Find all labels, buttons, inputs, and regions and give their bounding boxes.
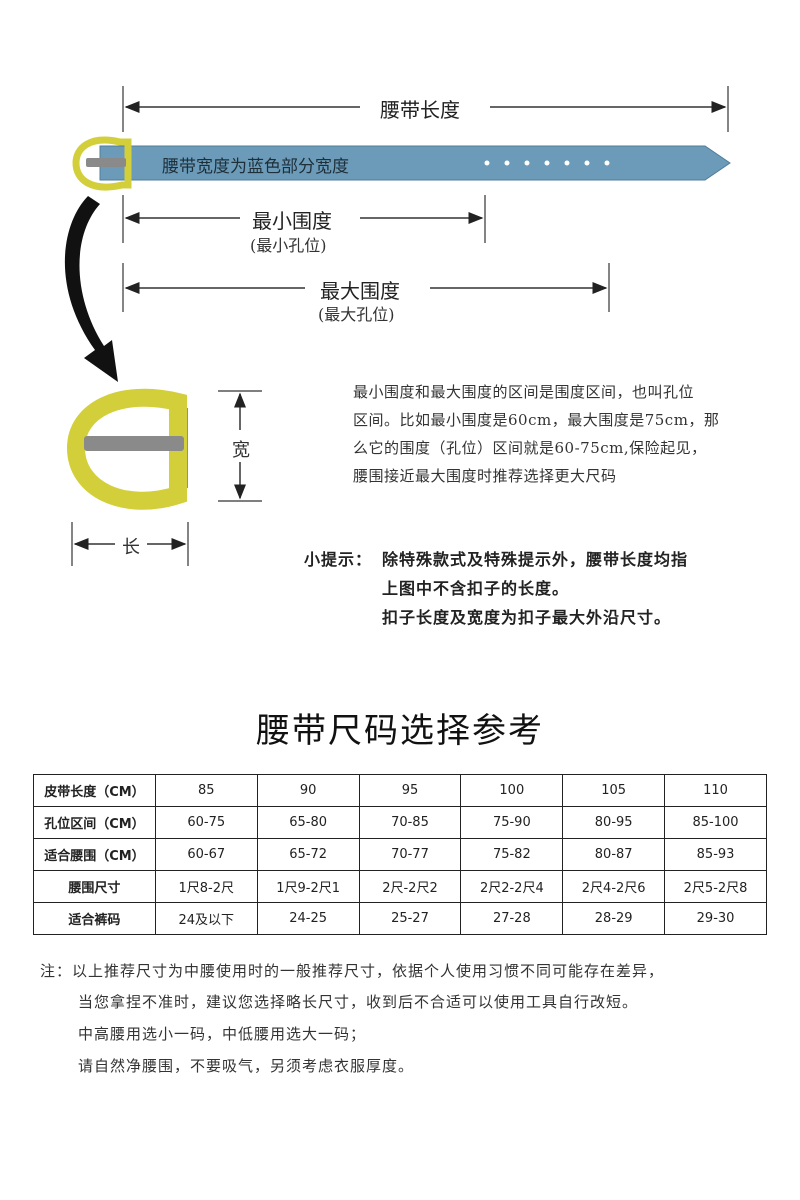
min-circ-label: 最小围度	[244, 205, 340, 234]
table-cell: 27-28	[460, 902, 564, 935]
table-cell: 28-29	[562, 902, 666, 935]
buckle-length-label: 长	[122, 533, 140, 559]
table-row: 腰围尺寸 1尺8-2尺 1尺9-2尺1 2尺-2尺2 2尺2-2尺4 2尺4-2…	[33, 870, 767, 903]
table-cell: 80-87	[562, 838, 666, 871]
explanation-line: 腰围接近最大围度时推荐选择更大尺码	[353, 467, 617, 485]
table-cell: 65-80	[256, 806, 360, 839]
table-cell: 2尺4-2尺6	[562, 870, 666, 903]
note-line-2: 当您拿捏不准时，建议您选择略长尺寸，收到后不合适可以使用工具自行改短。	[78, 993, 639, 1011]
table-cell: 70-85	[358, 806, 462, 839]
table-row: 适合腰围（CM） 60-67 65-72 70-77 75-82 80-87 8…	[33, 838, 767, 871]
table-cell: 110	[664, 774, 767, 807]
belt-strap	[99, 145, 731, 181]
table-cell: 60-75	[154, 806, 258, 839]
note-line-3: 中高腰用选小一码，中低腰用选大一码；	[78, 1025, 367, 1043]
table-cell: 95	[358, 774, 462, 807]
row-header: 腰围尺寸	[33, 870, 156, 903]
max-circ-label: 最大围度	[312, 275, 408, 304]
table-cell: 90	[256, 774, 360, 807]
belt-length-label: 腰带长度	[372, 94, 468, 123]
tips-prefix: 小提示：	[304, 550, 373, 569]
belt-width-label: 腰带宽度为蓝色部分宽度	[162, 157, 349, 177]
explanation-line: 么它的围度（孔位）区间就是60-75cm,保险起见，	[353, 439, 707, 457]
row-header: 适合腰围（CM）	[33, 838, 156, 871]
table-cell: 80-95	[562, 806, 666, 839]
tips-text: 除特殊款式及特殊提示外，腰带长度均指 上图中不含扣子的长度。 扣子长度及宽度为扣…	[382, 545, 782, 632]
tips-line: 上图中不含扣子的长度。	[382, 579, 570, 598]
table-cell: 29-30	[664, 902, 767, 935]
table-row: 适合裤码 24及以下 24-25 25-27 27-28 28-29 29-30	[33, 902, 767, 935]
row-header: 适合裤码	[33, 902, 156, 935]
table-cell: 85-93	[664, 838, 767, 871]
small-buckle	[72, 136, 132, 191]
row-header: 皮带长度（CM）	[33, 774, 156, 807]
table-cell: 1尺9-2尺1	[256, 870, 360, 903]
tips-line: 扣子长度及宽度为扣子最大外沿尺寸。	[382, 608, 672, 627]
row-header: 孔位区间（CM）	[33, 806, 156, 839]
size-chart-title: 腰带尺码选择参考	[256, 711, 544, 751]
note-line-1: 注：以上推荐尺寸为中腰使用时的一般推荐尺寸，依据个人使用习惯不同可能存在差异，	[40, 962, 665, 980]
table-cell: 85-100	[664, 806, 767, 839]
large-buckle-icon	[66, 388, 188, 510]
belt-holes	[484, 160, 610, 166]
table-cell: 70-77	[358, 838, 462, 871]
small-buckle-prong	[86, 158, 126, 167]
tips-line: 除特殊款式及特殊提示外，腰带长度均指	[382, 550, 689, 569]
curved-arrow-icon	[64, 196, 118, 382]
note-line-4: 请自然净腰围，不要吸气，另须考虑衣服厚度。	[78, 1057, 415, 1075]
table-cell: 1尺8-2尺	[154, 870, 258, 903]
min-circ-sub: (最小孔位)	[250, 236, 327, 255]
table-row: 皮带长度（CM） 85 90 95 100 105 110	[33, 774, 767, 807]
table-cell: 105	[562, 774, 666, 807]
table-cell: 2尺-2尺2	[358, 870, 462, 903]
table-cell: 24-25	[256, 902, 360, 935]
table-cell: 24及以下	[154, 902, 258, 935]
table-cell: 2尺5-2尺8	[664, 870, 767, 903]
table-cell: 65-72	[256, 838, 360, 871]
explanation-line: 最小围度和最大围度的区间是围度区间，也叫孔位	[353, 383, 695, 401]
max-circ-sub: (最大孔位)	[318, 305, 395, 324]
buckle-width-label: 宽	[232, 436, 250, 462]
table-cell: 75-82	[460, 838, 564, 871]
table-row: 孔位区间（CM） 60-75 65-80 70-85 75-90 80-95 8…	[33, 806, 767, 839]
table-cell: 100	[460, 774, 564, 807]
table-cell: 75-90	[460, 806, 564, 839]
table-cell: 85	[154, 774, 258, 807]
table-cell: 60-67	[154, 838, 258, 871]
belt-diagram	[64, 86, 731, 566]
table-cell: 25-27	[358, 902, 462, 935]
explanation-line: 区间。比如最小围度是60cm，最大围度是75cm，那	[353, 411, 720, 429]
table-cell: 2尺2-2尺4	[460, 870, 564, 903]
explanation-text: 最小围度和最大围度的区间是围度区间，也叫孔位 区间。比如最小围度是60cm，最大…	[353, 378, 773, 490]
size-table: 皮带长度（CM） 85 90 95 100 105 110 孔位区间（CM） 6…	[33, 774, 767, 935]
